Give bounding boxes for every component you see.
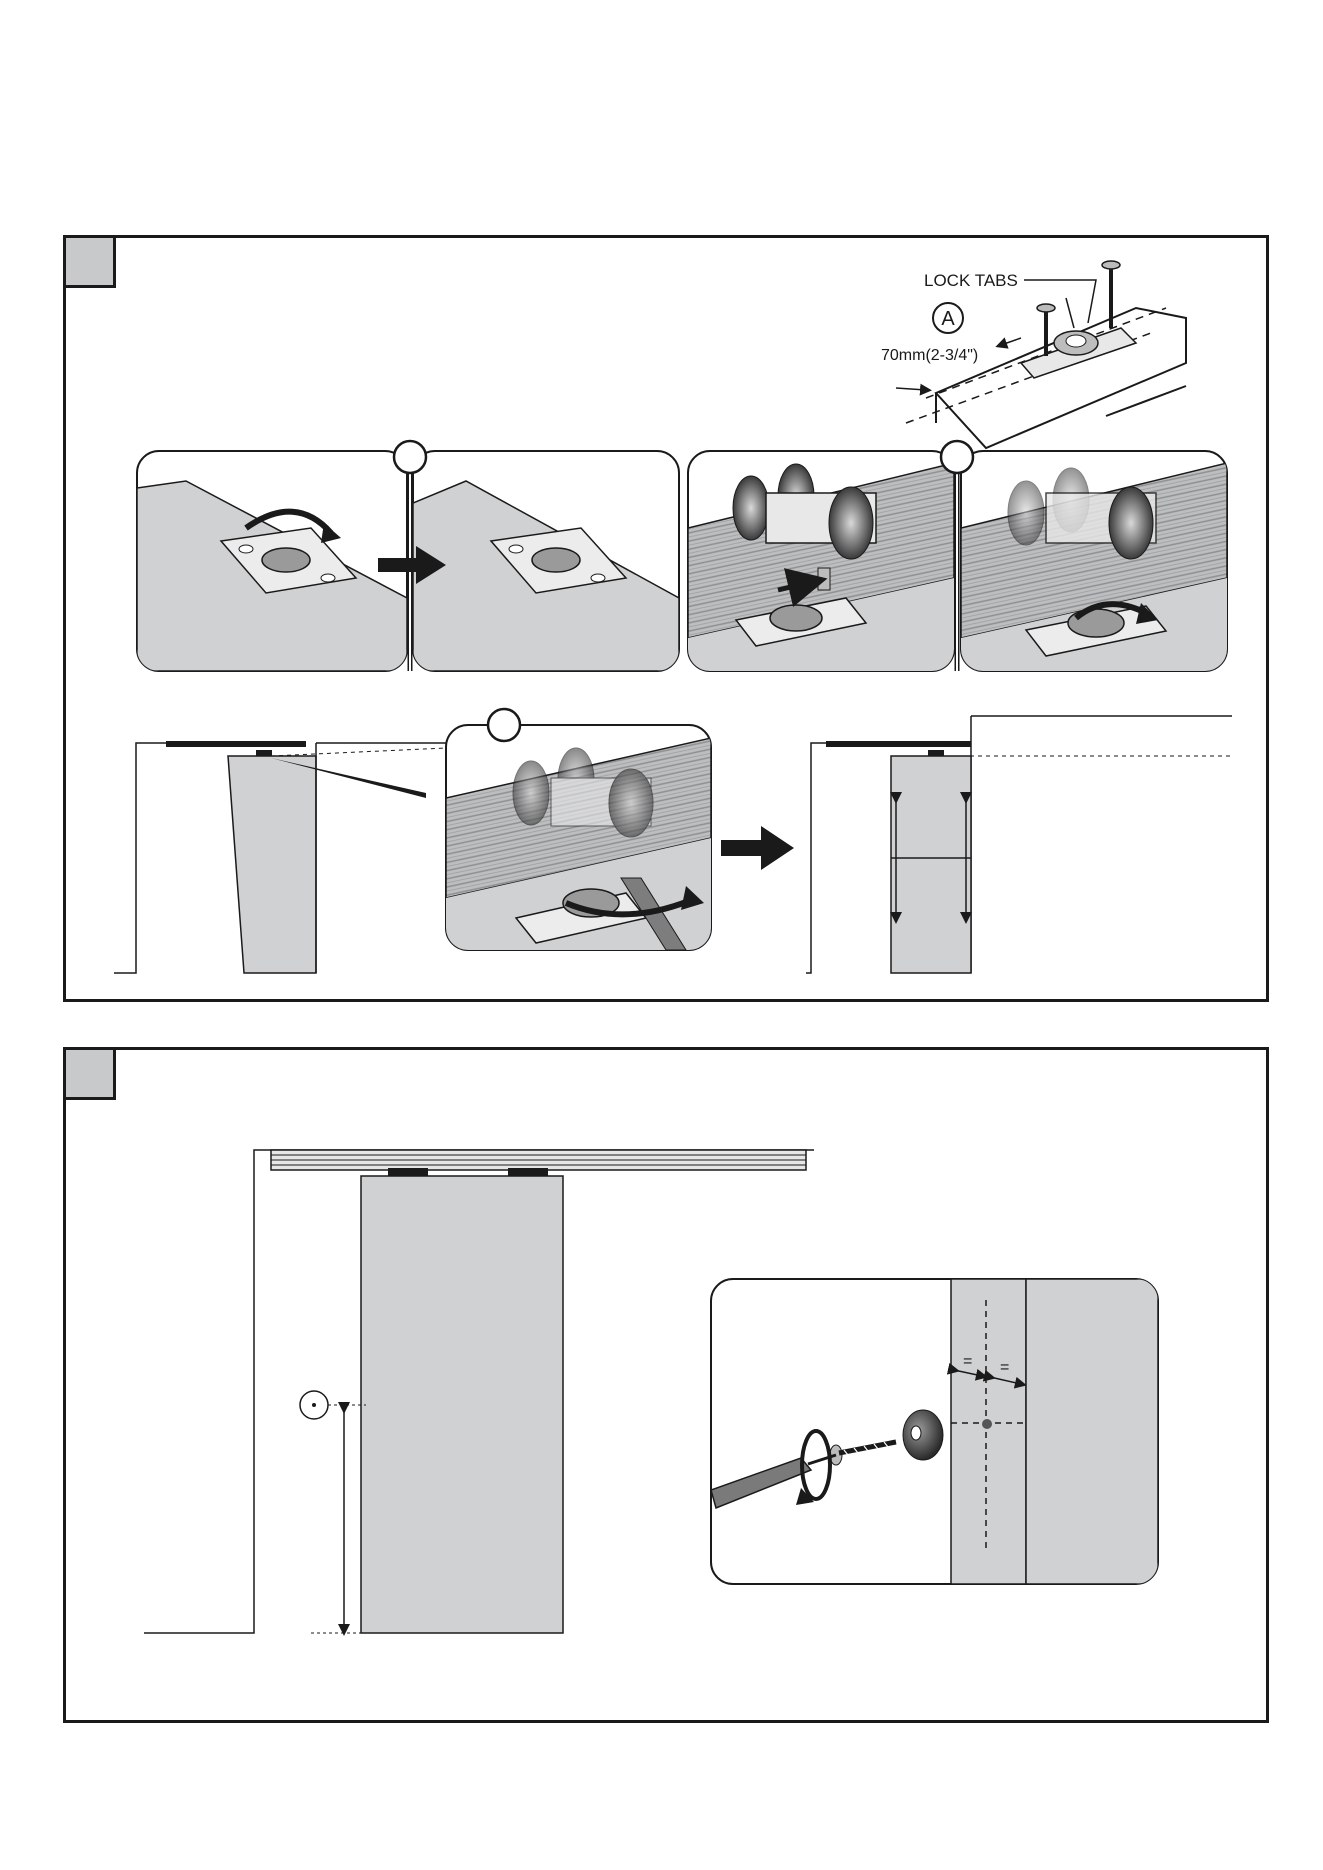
row1-frame-3	[688, 451, 954, 671]
equal-mark-left: =	[963, 1353, 972, 1370]
roller-icon	[388, 1168, 428, 1176]
door-panel	[361, 1176, 563, 1633]
marker-a-letter: A	[941, 308, 955, 330]
level-door-view	[806, 716, 1232, 973]
arrow-right-icon	[721, 826, 794, 870]
step-1-illustration: LOCK TABS A 70mm(2-3/4")	[66, 238, 1266, 999]
roller-icon	[508, 1168, 548, 1176]
row1-step-marker-2	[941, 441, 973, 473]
row1-step-marker-1	[394, 441, 426, 473]
lock-tabs-detail: LOCK TABS A 70mm(2-3/4")	[881, 261, 1186, 448]
equal-mark-right: =	[1000, 1359, 1009, 1376]
floor-guide-detail: = =	[711, 1279, 1158, 1584]
row2-magnified-frame	[446, 725, 711, 950]
step-1-panel: LOCK TABS A 70mm(2-3/4")	[63, 235, 1269, 1002]
step-2-panel: = =	[63, 1047, 1269, 1723]
step-2-illustration: = =	[66, 1050, 1266, 1720]
dimension-label: 70mm(2-3/4")	[881, 347, 978, 364]
bumper-icon	[903, 1410, 943, 1460]
track-rail	[271, 1150, 806, 1170]
row2-step-marker	[488, 709, 520, 741]
row1-frame-4	[961, 451, 1227, 671]
row1-frame-1	[137, 451, 407, 671]
row1-frame-2	[413, 451, 679, 671]
lock-tabs-label: LOCK TABS	[924, 271, 1018, 290]
crooked-door-view	[114, 741, 476, 973]
